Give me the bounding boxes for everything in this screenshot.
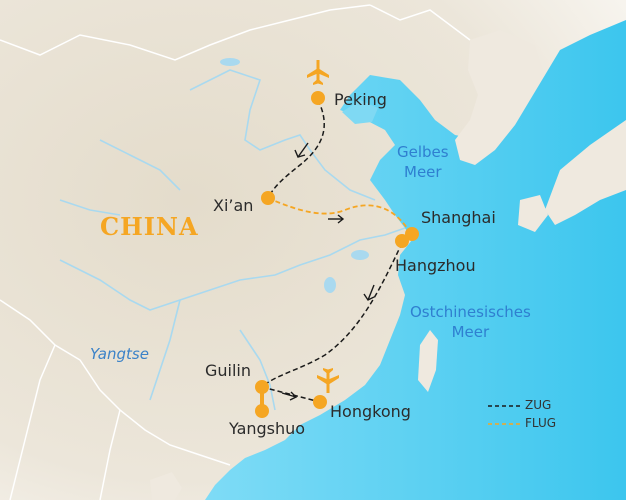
marker-hongkong xyxy=(313,395,327,409)
japan-island xyxy=(545,120,626,225)
river-label: Yangtse xyxy=(90,345,149,363)
lake xyxy=(351,250,369,260)
kyushu-island xyxy=(518,195,548,232)
country-label: CHINA xyxy=(100,212,199,241)
train-routes xyxy=(261,99,403,403)
hainan-island xyxy=(150,472,182,500)
airplane-icon xyxy=(307,60,329,85)
sea-label-line: Meer xyxy=(404,163,442,181)
yellow-river xyxy=(189,69,376,201)
legend xyxy=(488,405,520,425)
marker-shanghai xyxy=(405,227,419,241)
korea-peninsula xyxy=(455,30,545,165)
marker-guilin xyxy=(255,380,269,394)
yangtze-river xyxy=(59,227,406,311)
city-markers xyxy=(255,91,419,418)
arrow-south-2 xyxy=(363,284,375,301)
sea-label-line: Gelbes xyxy=(397,143,449,161)
marker-xian xyxy=(261,191,275,205)
arrow-south-1 xyxy=(294,142,309,158)
sea-label-yellow-sea: Gelbes Meer xyxy=(397,142,449,182)
direction-arrows xyxy=(281,142,375,401)
marker-hangzhou xyxy=(395,234,409,248)
city-label-peking: Peking xyxy=(334,90,387,109)
route-guilin-hongkong xyxy=(261,386,321,403)
city-label-hongkong: Hongkong xyxy=(330,402,411,421)
city-label-xian: Xi’an xyxy=(213,196,254,215)
borders xyxy=(0,4,471,500)
rivers xyxy=(59,69,406,411)
lake xyxy=(324,277,336,293)
arrow-hk xyxy=(281,391,298,401)
legend-flight-label: FLUG xyxy=(525,416,557,430)
route-xian-shanghai xyxy=(267,197,413,237)
route-hangzhou-guilin xyxy=(261,242,403,388)
city-label-yangshuo: Yangshuo xyxy=(229,419,306,438)
lake xyxy=(220,58,240,66)
sea-label-line: Ostchinesisches xyxy=(410,303,531,321)
sea-label-line: Meer xyxy=(451,323,490,341)
sea-label-east-china-sea: Ostchinesisches Meer xyxy=(410,302,531,342)
marker-peking xyxy=(311,91,325,105)
city-label-shanghai: Shanghai xyxy=(421,208,496,227)
bohai-bay xyxy=(342,100,378,124)
marker-yangshuo xyxy=(255,404,269,418)
airplane-icon xyxy=(317,368,339,393)
taiwan-island xyxy=(418,330,438,392)
city-label-hangzhou: Hangzhou xyxy=(395,256,476,275)
legend-train-label: ZUG xyxy=(525,398,552,412)
arrow-east xyxy=(328,214,345,224)
route-peking-xian xyxy=(267,99,325,199)
city-label-guilin: Guilin xyxy=(205,361,252,380)
